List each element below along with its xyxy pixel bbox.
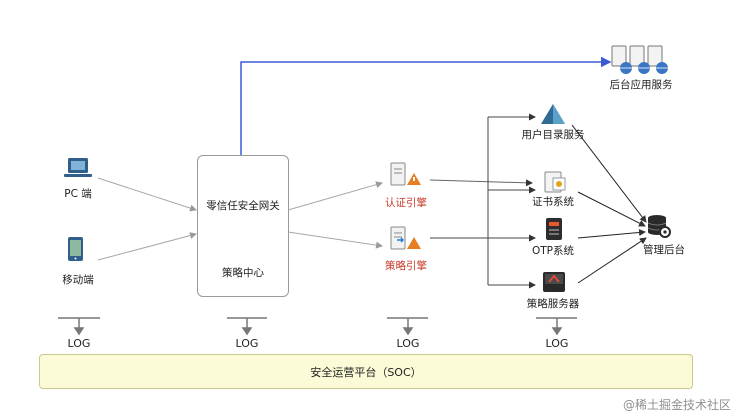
gateway-to-policy-engine-arrow bbox=[287, 231, 383, 249]
otp-system-icon bbox=[546, 218, 562, 240]
soc-label: 安全运营平台（SOC） bbox=[310, 365, 422, 379]
cert-to-mgmt bbox=[577, 191, 646, 227]
policy-server-label: 策略服务器 bbox=[526, 298, 580, 310]
gateway-to-backend-line bbox=[240, 56, 612, 155]
management-label: 管理后台 bbox=[643, 244, 685, 256]
gateway-box bbox=[197, 155, 289, 297]
soc-platform-bar: 安全运营平台（SOC） bbox=[39, 354, 693, 389]
pc-icon bbox=[64, 158, 92, 177]
gateway-label: 零信任安全网关 bbox=[206, 200, 280, 212]
otp-to-mgmt bbox=[577, 229, 646, 239]
auth-to-cert-arrow bbox=[429, 179, 533, 187]
backend-app-servers-icon bbox=[611, 45, 668, 74]
policy-engine-icon bbox=[390, 226, 421, 250]
watermark: @稀土掘金技术社区 bbox=[622, 398, 731, 412]
auth-engine-label: 认证引擎 bbox=[385, 197, 427, 209]
log-label-3: LOG bbox=[396, 337, 420, 350]
mobile-label: 移动端 bbox=[62, 274, 94, 286]
auth-engine-icon bbox=[390, 162, 421, 186]
policy-server-icon bbox=[543, 272, 565, 292]
policy-engine-fanout bbox=[430, 117, 489, 285]
policy-center-label: 策略中心 bbox=[222, 267, 264, 279]
management-db-icon bbox=[647, 215, 671, 238]
policyserver-to-mgmt bbox=[577, 237, 647, 284]
policy-engine-label: 策略引擎 bbox=[385, 260, 427, 272]
log-label-2: LOG bbox=[235, 337, 259, 350]
log-label-4: LOG bbox=[545, 337, 569, 350]
mobile-icon bbox=[68, 237, 83, 261]
userdir-to-mgmt bbox=[571, 124, 647, 223]
certificate-system-icon bbox=[544, 171, 566, 193]
user-directory-icon bbox=[541, 104, 565, 124]
mobile-to-gateway-arrow bbox=[97, 232, 197, 261]
backend-app-label: 后台应用服务 bbox=[609, 79, 673, 91]
pc-to-gateway-arrow bbox=[97, 177, 197, 212]
user-directory-label: 用户目录服务 bbox=[521, 129, 585, 141]
gateway-to-auth-arrow bbox=[287, 181, 383, 211]
log-label-1: LOG bbox=[67, 337, 91, 350]
certificate-system-label: 证书系统 bbox=[532, 196, 574, 208]
pc-label: PC 端 bbox=[64, 188, 92, 200]
log-arrows bbox=[58, 317, 577, 336]
otp-system-label: OTP系统 bbox=[531, 245, 575, 257]
